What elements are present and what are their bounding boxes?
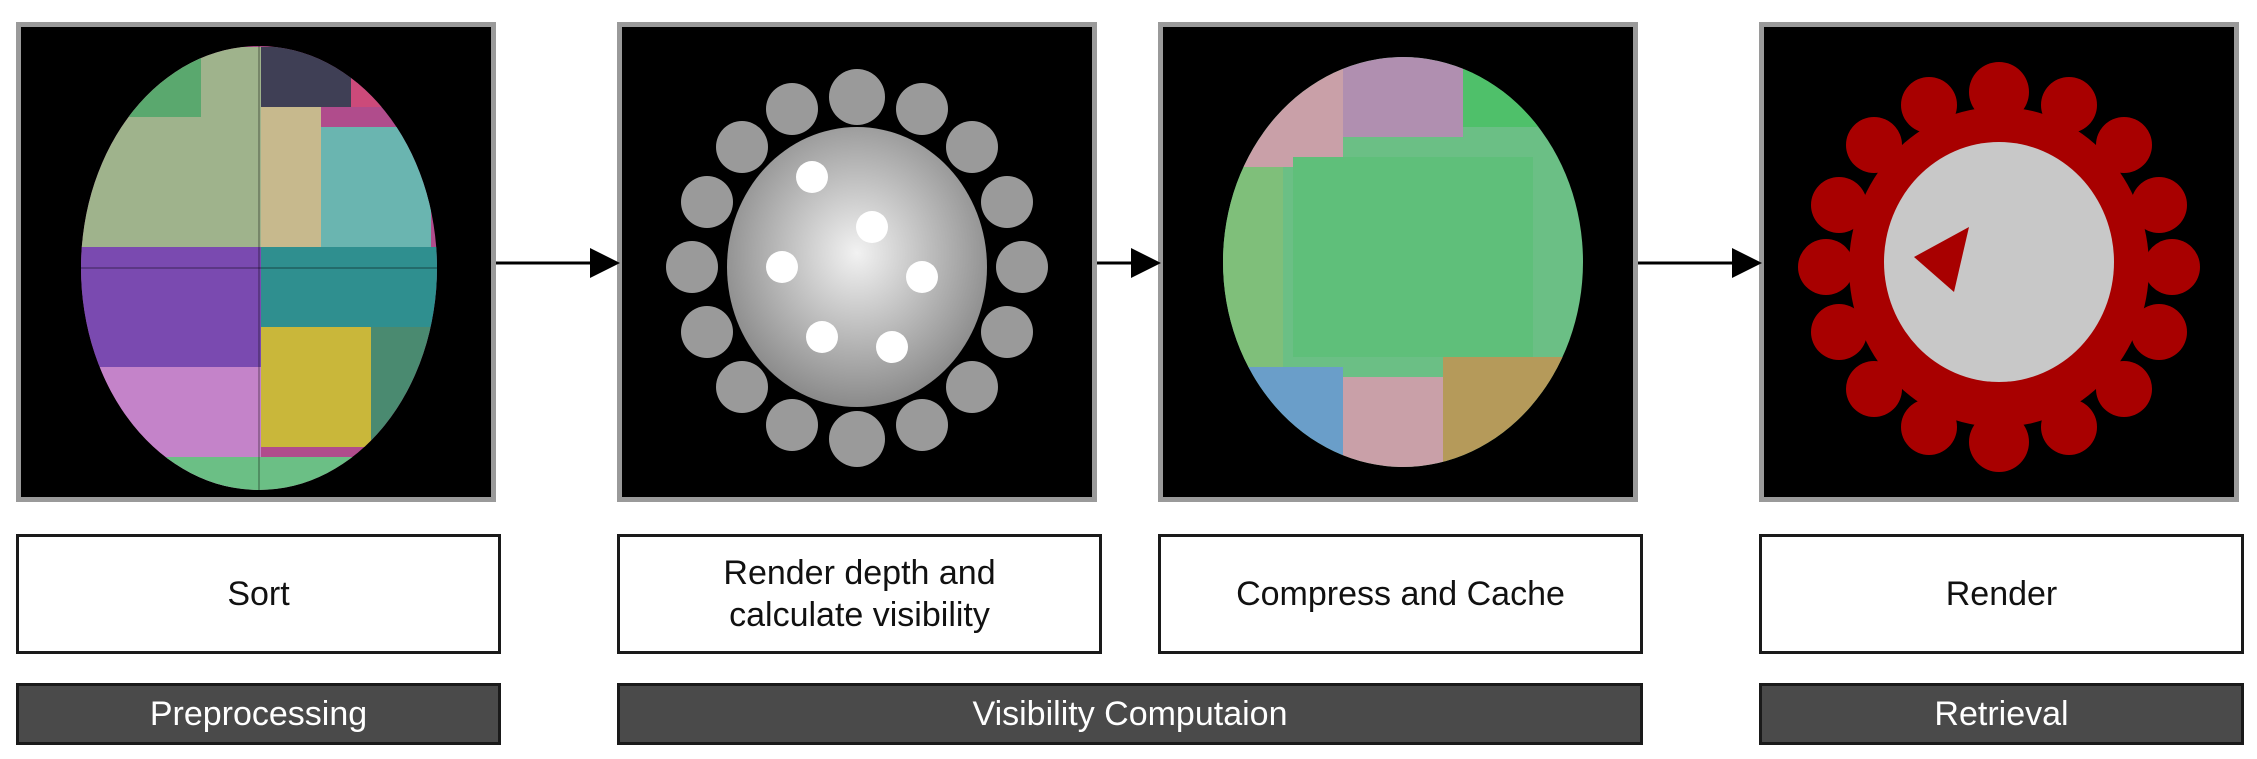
- step-compress-cache-label: Compress and Cache: [1158, 534, 1643, 654]
- stage-visibility-computation: Visibility Computaion: [617, 683, 1643, 745]
- step-render-label: Render: [1759, 534, 2244, 654]
- compressed-cache-image: [1158, 22, 1638, 502]
- step-sort-label: Sort: [16, 534, 501, 654]
- stage-preprocessing: Preprocessing: [16, 683, 501, 745]
- stage-retrieval: Retrieval: [1759, 683, 2244, 745]
- depth-render-image: [617, 22, 1097, 502]
- sorted-point-cloud-image: [16, 22, 496, 502]
- step-render-depth-label: Render depth and calculate visibility: [617, 534, 1102, 654]
- final-render-image: [1759, 22, 2239, 502]
